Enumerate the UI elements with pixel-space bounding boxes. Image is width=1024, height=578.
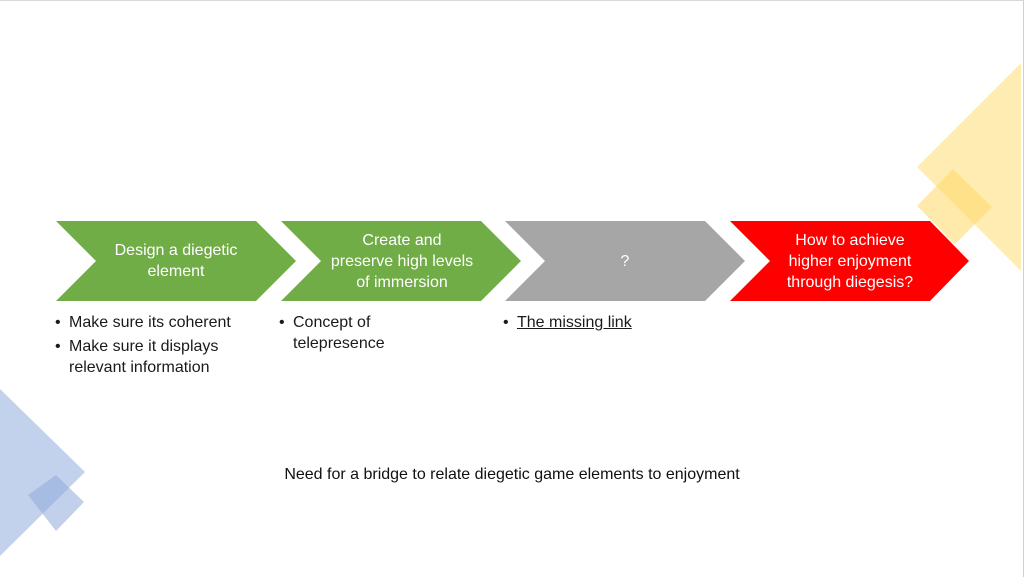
bullet-item: Make sure it displays relevant informati… [55,336,270,378]
decor-yellow-large-diamond [917,63,1021,271]
decor-blue-small-diamond [28,475,84,531]
chevron-step-2 [281,221,521,301]
bullet-item: Make sure its coherent [55,312,270,333]
chevron-step-4 [730,221,969,301]
bullet-item-missing-link[interactable]: The missing link [503,312,703,333]
chevron-step-3 [505,221,745,301]
step-1-label: Design a diegetic element [114,242,238,280]
decor-blue-large-diamond [0,389,85,556]
chevron-step-1 [56,221,296,301]
step-3-bullets: The missing link [503,312,703,336]
decor-yellow-small-diamond [917,169,992,244]
footer-statement: Need for a bridge to relate diegetic gam… [284,466,740,483]
bullet-item: Concept of telepresence [279,312,414,354]
step-2-label: Create and preserve high levels of immer… [330,231,474,291]
step-1-bullets: Make sure its coherent Make sure it disp… [55,312,270,381]
step-2-bullets: Concept of telepresence [279,312,414,357]
step-4-label: How to achieve higher enjoyment through … [786,231,914,291]
missing-link[interactable]: The missing link [517,314,632,331]
step-3-label: ? [620,252,630,270]
